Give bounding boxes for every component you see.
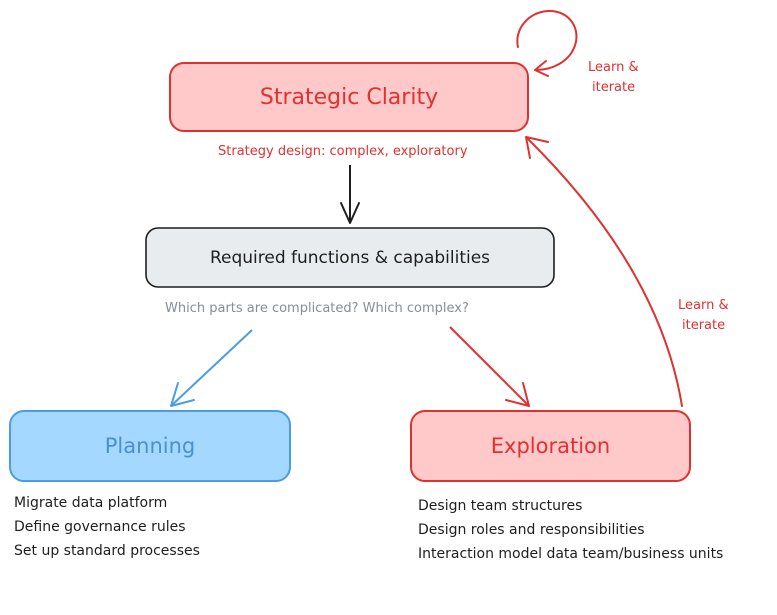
exploration-item: Design team structures <box>418 498 583 514</box>
exploration-item: Design roles and responsibilities <box>418 522 645 538</box>
planning-item: Set up standard processes <box>14 543 200 559</box>
planning-item: Define governance rules <box>14 519 186 535</box>
strategic-clarity-box <box>169 62 529 132</box>
planning-item: Migrate data platform <box>14 495 168 511</box>
learn-iterate-top-line1: Learn & <box>588 60 639 75</box>
arrow-functions-to-planning <box>171 329 253 406</box>
strategy-design-annotation: Strategy design: complex, exploratory <box>218 144 468 159</box>
required-functions-label: Required functions & capabilities <box>209 247 491 268</box>
learn-iterate-top-line2: iterate <box>592 80 636 95</box>
exploration-label: Exploration <box>490 434 611 458</box>
exploration-item: Interaction model data team/business uni… <box>418 546 724 562</box>
planning-label: Planning <box>104 434 196 458</box>
self-loop-arrow <box>516 9 578 71</box>
arrow-exploration-to-strategy-head <box>525 136 549 159</box>
required-functions-box <box>145 227 555 288</box>
strategic-clarity-label: Strategic Clarity <box>259 84 439 110</box>
self-loop-arrowhead <box>534 60 549 77</box>
arrow-exploration-to-strategy <box>527 138 683 407</box>
arrow-functions-to-exploration-head <box>505 382 530 407</box>
planning-box <box>9 410 291 482</box>
question-annotation: Which parts are complicated? Which compl… <box>165 301 469 316</box>
learn-iterate-right-line2: iterate <box>682 318 726 333</box>
exploration-box <box>410 410 691 482</box>
arrow-functions-to-planning-head <box>170 382 195 407</box>
arrow-functions-to-exploration <box>449 326 529 406</box>
learn-iterate-right-line1: Learn & <box>678 298 729 313</box>
arrow-strategy-to-functions-head <box>340 202 360 224</box>
